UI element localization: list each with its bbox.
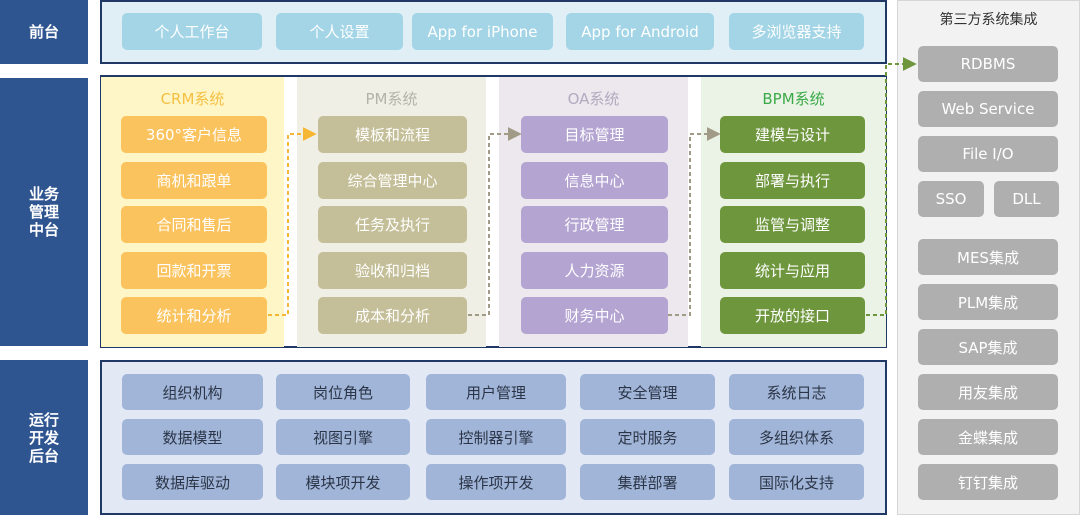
system-module-bpm[interactable]: 开放的接口 <box>720 297 865 334</box>
runtime-module[interactable]: 国际化支持 <box>729 464 864 500</box>
integration-item[interactable]: File I/O <box>918 136 1058 172</box>
system-title-pm: PM系统 <box>365 89 418 108</box>
runtime-module[interactable]: 操作项开发 <box>426 464 566 500</box>
layer-label-business: 业务 管理 中台 <box>0 78 88 346</box>
system-module-bpm[interactable]: 部署与执行 <box>720 162 865 199</box>
system-module-oa[interactable]: 人力资源 <box>521 252 668 289</box>
front-item-label: App for iPhone <box>427 22 538 41</box>
system-module-oa[interactable]: 目标管理 <box>521 116 668 153</box>
system-module-bpm[interactable]: 监管与调整 <box>720 206 865 243</box>
system-title-bpm: BPM系统 <box>762 89 825 108</box>
runtime-module[interactable]: 安全管理 <box>580 374 715 410</box>
system-module-crm[interactable]: 360°客户信息 <box>121 116 267 153</box>
front-item-label: 个人设置 <box>309 23 370 41</box>
integration-item[interactable]: RDBMS <box>918 46 1058 82</box>
integration-item[interactable]: PLM集成 <box>918 284 1058 320</box>
layer-label-runtime: 运行 开发 后台 <box>0 360 88 515</box>
integration-item[interactable]: SAP集成 <box>918 329 1058 365</box>
layer-label-business-line2: 管理 <box>28 203 59 221</box>
runtime-module[interactable]: 多组织体系 <box>729 419 864 455</box>
runtime-module[interactable]: 数据库驱动 <box>122 464 263 500</box>
system-module-crm[interactable]: 合同和售后 <box>121 206 267 243</box>
system-module-bpm[interactable]: 统计与应用 <box>720 252 865 289</box>
integration-item[interactable]: 金蝶集成 <box>918 419 1058 455</box>
runtime-module[interactable]: 系统日志 <box>729 374 864 410</box>
system-module-crm[interactable]: 商机和跟单 <box>121 162 267 199</box>
layer-label-runtime-line2: 开发 <box>28 428 59 447</box>
front-item-settings[interactable]: 个人设置 <box>276 13 403 50</box>
system-module-crm[interactable]: 回款和开票 <box>121 252 267 289</box>
front-item-label: 多浏览器支持 <box>751 23 842 41</box>
integration-item-dll[interactable]: DLL <box>994 181 1059 217</box>
layer-label-business-line1: 业务 <box>28 185 59 203</box>
runtime-module[interactable]: 控制器引擎 <box>426 419 566 455</box>
system-module-pm[interactable]: 任务及执行 <box>318 206 467 243</box>
front-item-workbench[interactable]: 个人工作台 <box>122 13 262 50</box>
layer-label-runtime-line1: 运行 <box>28 410 59 429</box>
runtime-module[interactable]: 组织机构 <box>122 374 263 410</box>
integration-item[interactable]: 钉钉集成 <box>918 464 1058 500</box>
front-item-multibrowser[interactable]: 多浏览器支持 <box>729 13 864 50</box>
system-title-crm: CRM系统 <box>160 89 225 108</box>
integration-item-sso[interactable]: SSO <box>918 181 984 217</box>
system-module-crm[interactable]: 统计和分析 <box>121 297 267 334</box>
runtime-module[interactable]: 岗位角色 <box>276 374 410 410</box>
runtime-module[interactable]: 模块项开发 <box>276 464 410 500</box>
layer-label-runtime-line3: 后台 <box>28 446 59 465</box>
runtime-module[interactable]: 视图引擎 <box>276 419 410 455</box>
system-module-bpm[interactable]: 建模与设计 <box>720 116 865 153</box>
integration-item[interactable]: Web Service <box>918 91 1058 127</box>
runtime-module[interactable]: 数据模型 <box>122 419 263 455</box>
front-item-android[interactable]: App for Android <box>566 13 714 50</box>
system-module-pm[interactable]: 成本和分析 <box>318 297 467 334</box>
system-title-oa: OA系统 <box>567 89 620 108</box>
runtime-module[interactable]: 定时服务 <box>580 419 715 455</box>
system-module-oa[interactable]: 信息中心 <box>521 162 668 199</box>
runtime-module[interactable]: 集群部署 <box>580 464 715 500</box>
system-module-pm[interactable]: 综合管理中心 <box>318 162 467 199</box>
layer-label-front: 前台 <box>0 0 88 64</box>
front-item-label: 个人工作台 <box>154 23 230 41</box>
front-item-label: App for Android <box>581 22 699 41</box>
system-module-pm[interactable]: 模板和流程 <box>318 116 467 153</box>
runtime-module[interactable]: 用户管理 <box>426 374 566 410</box>
layer-label-front-text: 前台 <box>28 23 59 41</box>
system-module-pm[interactable]: 验收和归档 <box>318 252 467 289</box>
system-module-oa[interactable]: 行政管理 <box>521 206 668 243</box>
integration-item[interactable]: 用友集成 <box>918 374 1058 410</box>
integration-item[interactable]: MES集成 <box>918 239 1058 275</box>
front-item-iphone[interactable]: App for iPhone <box>412 13 553 50</box>
integration-title: 第三方系统集成 <box>939 12 1038 28</box>
layer-label-business-line3: 中台 <box>28 221 59 239</box>
system-module-oa[interactable]: 财务中心 <box>521 297 668 334</box>
